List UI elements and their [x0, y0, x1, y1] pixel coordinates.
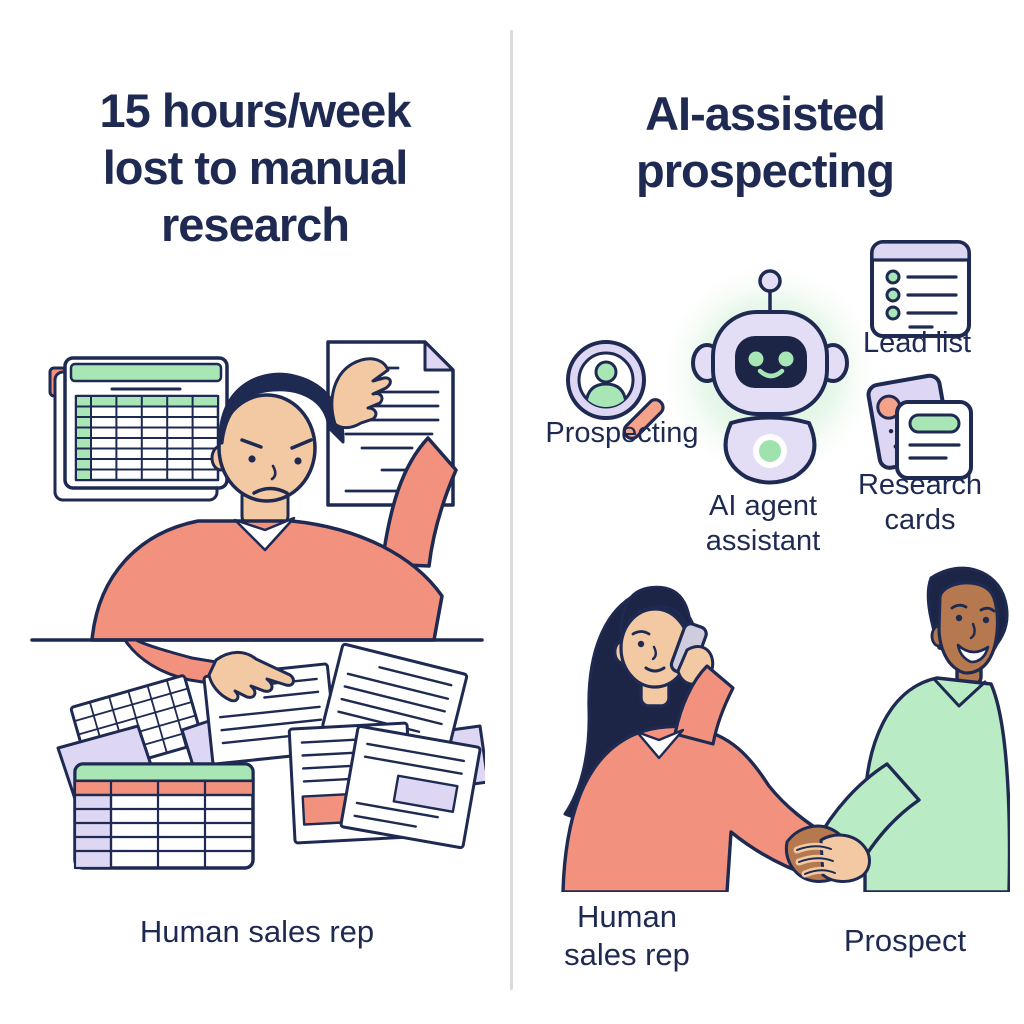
ai-agent-label: AI agent assistant [663, 489, 863, 559]
right-caption-prospect-text: Prospect [843, 923, 967, 958]
prospecting-label-text: Prospecting [545, 417, 699, 449]
prospecting-label: Prospecting [542, 416, 702, 451]
big-spreadsheet-icon [73, 762, 255, 870]
prospecting-magnifier-icon [566, 340, 665, 441]
ai-robot-icon [656, 262, 884, 490]
right-caption-human-line2: sales rep [564, 937, 690, 972]
manual-research-illustration [30, 340, 485, 870]
research-cards-icon [866, 373, 973, 480]
ai-agent-label-line2: assistant [705, 525, 821, 557]
research-cards-label-line1: Research [857, 469, 983, 501]
lead-list-card-icon [870, 240, 971, 338]
left-title-line3: research [161, 198, 350, 251]
lead-list-label-text: Lead list [862, 327, 971, 359]
hand-on-document [207, 650, 295, 703]
right-caption-prospect: Prospect [805, 922, 1005, 960]
handshake-hands [793, 833, 871, 883]
ai-agent-label-line1: AI agent [708, 490, 818, 522]
spreadsheet-window-icon [48, 356, 229, 502]
scattered-document-lavender [339, 725, 482, 850]
right-title-line1: AI-assisted [645, 87, 886, 140]
panel-divider [510, 30, 513, 990]
left-panel-title: 15 hours/week lost to manual research [35, 82, 475, 253]
frustrated-sales-rep-figure [90, 357, 458, 642]
right-title-line2: prospecting [636, 144, 895, 197]
handshake-illustration [561, 566, 1010, 892]
lead-list-label: Lead list [837, 326, 997, 361]
sales-rep-on-phone-figure [561, 585, 833, 892]
right-caption-human-line1: Human [577, 899, 677, 934]
right-panel-title: AI-assisted prospecting [550, 85, 980, 199]
right-caption-human: Human sales rep [527, 898, 727, 974]
left-title-line1: 15 hours/week [99, 84, 412, 137]
left-caption-text: Human sales rep [139, 914, 375, 949]
left-title-line2: lost to manual [102, 141, 409, 194]
research-cards-label: Research cards [840, 468, 1000, 538]
research-cards-label-line2: cards [884, 504, 956, 536]
left-caption: Human sales rep [57, 913, 457, 951]
